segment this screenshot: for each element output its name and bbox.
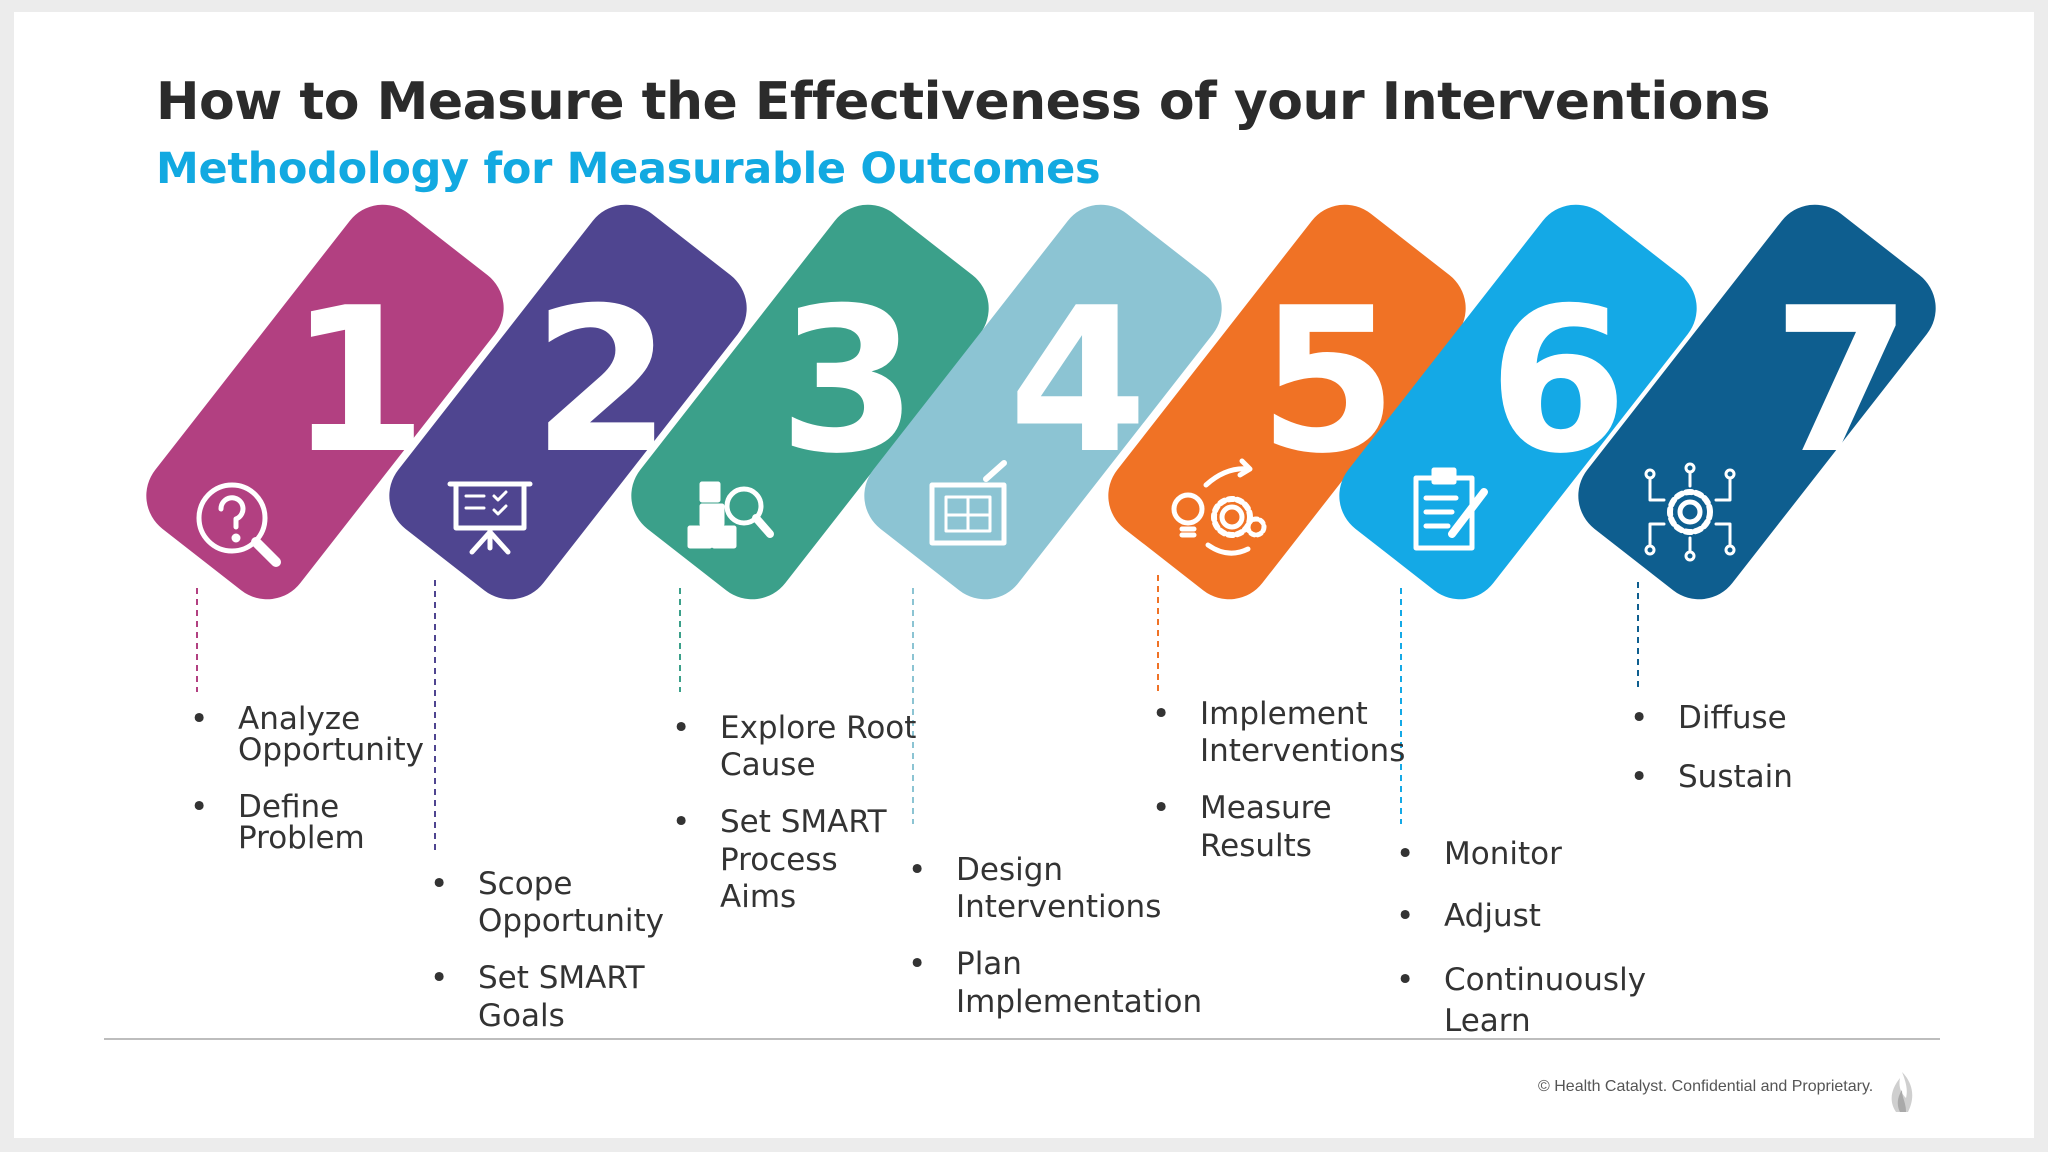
page-subtitle: Methodology for Measurable Outcomes (156, 144, 1101, 194)
list-item: Sustain (1630, 759, 1830, 796)
footer-divider (104, 1038, 1940, 1040)
idea-gears-icon (1171, 458, 1267, 556)
step-5-bullets: Implement Interventions Measure Results (1152, 696, 1412, 865)
step-number-4: 4 (1008, 265, 1147, 498)
step-number-5: 5 (1258, 265, 1397, 498)
step-card-7 (1561, 187, 1953, 692)
flame-logo-icon (1891, 1072, 1913, 1112)
list-item: Adjust (1396, 898, 1646, 935)
list-item: Plan Implementation (908, 946, 1208, 1020)
list-item: Define Problem (190, 792, 440, 854)
step-7-bullets: Diffuse Sustain (1630, 700, 1830, 797)
step-number-6: 6 (1488, 265, 1627, 498)
list-item: Explore Root Cause (672, 710, 917, 784)
step-number-3: 3 (778, 265, 917, 498)
list-item: Set SMART Process Aims (672, 804, 917, 916)
step-3-bullets: Explore Root Cause Set SMART Process Aim… (672, 710, 917, 916)
list-item: Scope Opportunity (430, 866, 670, 940)
list-item: Diffuse (1630, 700, 1830, 737)
list-item: Implement Interventions (1152, 696, 1412, 770)
blocks-search-icon (687, 481, 774, 549)
page-title: How to Measure the Effectiveness of your… (156, 72, 1770, 132)
circuit-gear-icon (1644, 462, 1736, 562)
blueprint-icon (929, 460, 1007, 546)
step-2-bullets: Scope Opportunity Set SMART Goals (430, 866, 670, 1035)
step-number-7: 7 (1772, 265, 1911, 498)
step-4-bullets: Design Interventions Plan Implementation (908, 852, 1208, 1021)
list-item: Analyze Opportunity (190, 704, 440, 766)
clipboard-pencil-icon (1413, 467, 1488, 551)
list-item: Measure Results (1152, 790, 1412, 864)
step-number-2: 2 (532, 265, 671, 498)
presentation-board-icon (447, 481, 533, 555)
list-item: Continuously Learn (1396, 960, 1646, 1041)
step-6-bullets: Monitor Adjust Continuously Learn (1396, 836, 1646, 1041)
step-number-1: 1 (288, 265, 427, 498)
question-magnifier-icon (196, 482, 281, 567)
step-1-bullets: Analyze Opportunity Define Problem (190, 704, 440, 854)
list-item: Set SMART Goals (430, 960, 670, 1034)
list-item: Monitor (1396, 836, 1646, 873)
footer-copyright: © Health Catalyst. Confidential and Prop… (1538, 1078, 1874, 1095)
list-item: Design Interventions (908, 852, 1208, 926)
step-card-5 (1091, 187, 1483, 692)
